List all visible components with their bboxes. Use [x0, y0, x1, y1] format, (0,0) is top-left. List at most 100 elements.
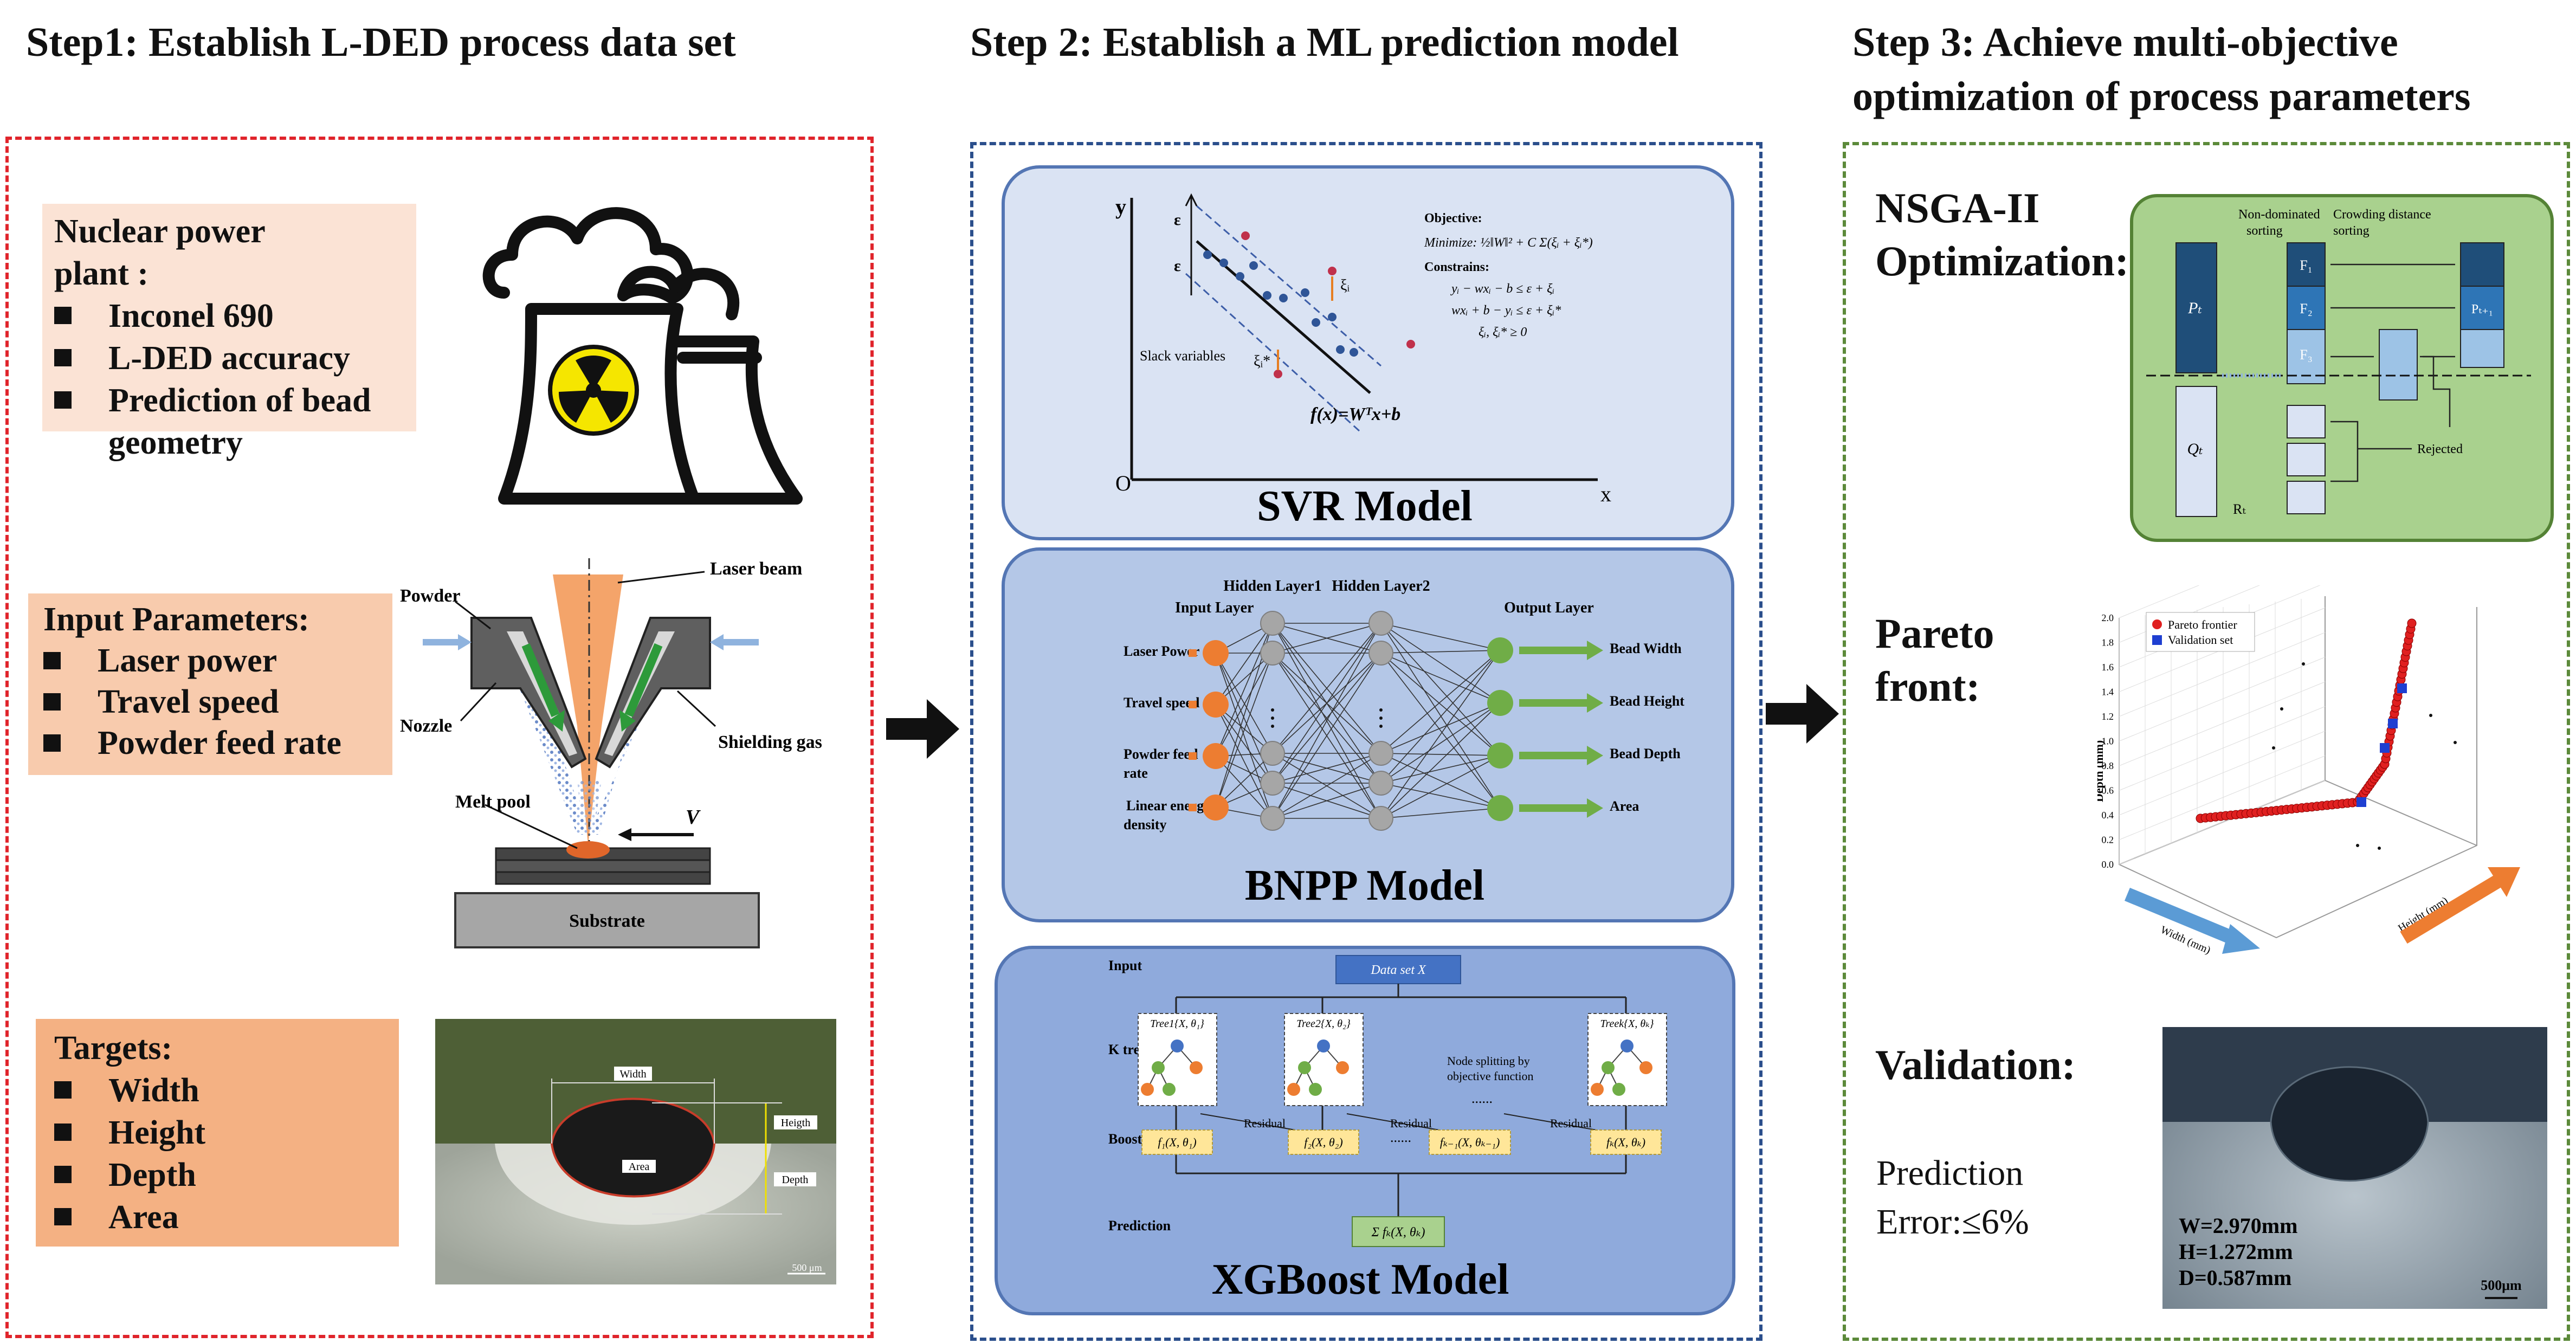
label-laser-beam: Laser beam: [710, 559, 802, 579]
bnpp-input-label: Input Layer: [1175, 599, 1254, 616]
xgb-card: [995, 946, 1735, 1315]
nsga-f2: F₂: [2300, 301, 2313, 317]
pareto-z-tick: 0.6: [2102, 785, 2114, 796]
step2-panel: [970, 142, 1762, 1341]
xs-height-label: Heigth: [781, 1117, 810, 1129]
bnpp-hidden2-node: [1368, 771, 1393, 796]
pareto-z-tick: 0.2: [2102, 835, 2114, 845]
pareto-z-tick: 0.8: [2102, 760, 2114, 771]
xgb-tree-node: [1317, 1039, 1330, 1053]
svr-constraint-2: wxᵢ + b − yᵢ ≤ ε + ξᵢ*: [1451, 304, 1561, 318]
validation-d: D=0.587mm: [2179, 1265, 2291, 1290]
bnpp-hidden1-node: [1260, 611, 1285, 636]
bnpp-output-0: Bead Width: [1610, 641, 1682, 656]
xs-area-label: Area: [629, 1161, 650, 1173]
validation-prediction: Prediction Error:≤6%: [1876, 1149, 2029, 1247]
nsga-diagram: Non-dominated sorting Crowding distance …: [2146, 208, 2531, 517]
xgb-tree-node: [1612, 1083, 1625, 1096]
svr-epsilon-top: ε: [1174, 211, 1181, 229]
validation-bead: [2270, 1066, 2429, 1182]
xgb-boost-2: fₖ₋₁(X, θₖ₋₁): [1440, 1135, 1500, 1149]
svr-x-axis: x: [1600, 482, 1611, 506]
validation-prediction-1: Prediction: [1876, 1153, 2024, 1193]
xgb-tree-node: [1621, 1039, 1634, 1053]
svr-diagram: y x O ε ε ξᵢ ξᵢ* Slack variables f(x)=Wᵀ…: [1115, 193, 1611, 530]
pareto-label-2: front:: [1875, 663, 1980, 710]
nsga-f1: F₁: [2300, 257, 2313, 273]
bnpp-hidden2-node: [1368, 741, 1393, 766]
bnpp-hidden1-node: [1260, 741, 1285, 766]
xgb-tree-node: [1141, 1083, 1154, 1096]
validation-scale: 500μm: [2481, 1277, 2522, 1293]
bnpp-input-2b: rate: [1124, 765, 1148, 781]
xgb-tree-node: [1309, 1083, 1322, 1096]
step3-panel: [1843, 142, 2570, 1341]
target-item: Depth: [54, 1154, 205, 1196]
label-powder: Powder: [400, 586, 460, 606]
plant-text: Nuclear power plant : Inconel 690 L-DED …: [54, 210, 371, 464]
bnpp-hidden1-node: [1260, 771, 1285, 796]
bnpp-input-1: Travel speed: [1124, 695, 1200, 711]
pareto-z-axis: Depth (mm): [2097, 740, 2106, 802]
nsga-f3: F₃: [2300, 347, 2313, 363]
svr-minimize: Minimize: ½‖W‖² + C Σ(ξᵢ + ξᵢ*): [1424, 236, 1593, 250]
validation-point: [2388, 719, 2398, 728]
input-item: Powder feed rate: [43, 722, 341, 764]
bnpp-input-node: [1203, 640, 1229, 666]
svr-xi: ξᵢ: [1340, 277, 1350, 294]
bnpp-network-diagram: Hidden Layer1 Hidden Layer2 Input Layer …: [1124, 578, 1684, 909]
bnpp-output-node: [1487, 637, 1513, 663]
nsga-pt1: Pₜ₊₁: [2471, 302, 2493, 317]
bnpp-input-2a: Powder feed: [1124, 746, 1198, 762]
substrate: [454, 892, 760, 948]
xgb-tree-node: [1190, 1061, 1203, 1074]
bnpp-input-node: [1203, 692, 1229, 718]
validation-micrograph: W=2.970mm H=1.272mm D=0.587mm 500μm: [2162, 1027, 2547, 1309]
bnpp-model-name: BNPP Model: [1245, 862, 1484, 909]
pareto-z-tick: 2.0: [2102, 612, 2114, 623]
pareto-z-tick: 1.8: [2102, 637, 2114, 648]
laser-beam: [553, 574, 623, 845]
svr-constraint-3: ξᵢ, ξᵢ* ≥ 0: [1479, 325, 1527, 339]
xgb-tree-1: Tree2{X, θ₂}: [1296, 1018, 1351, 1030]
pareto-z-tick: 1.4: [2102, 687, 2114, 698]
xgb-residual-1: Residual: [1390, 1116, 1432, 1130]
targets-box: [36, 1019, 399, 1247]
bnpp-input-node: [1203, 743, 1229, 769]
bnpp-output-node: [1487, 795, 1513, 821]
validation-prediction-2: Error:≤6%: [1876, 1202, 2029, 1242]
bnpp-output-node: [1487, 690, 1513, 716]
target-item: Height: [54, 1112, 205, 1154]
xgb-sum: Σ fₖ(X, θₖ): [1371, 1225, 1425, 1239]
pareto-z-tick: 1.0: [2102, 736, 2114, 747]
bnpp-output-2: Bead Depth: [1610, 746, 1681, 761]
melt-pool: [566, 841, 610, 858]
bnpp-output-label: Output Layer: [1504, 599, 1594, 616]
target-item: Width: [54, 1069, 205, 1112]
pareto-z-tick: 0.4: [2102, 810, 2114, 821]
bnpp-output-1: Bead Height: [1610, 693, 1684, 709]
bnpp-input-0: Laser Power: [1124, 643, 1199, 659]
nsga-label: NSGA-II Optimization:: [1875, 182, 2129, 288]
inputs-heading: Input Parameters:: [43, 601, 309, 638]
bnpp-hidden1-node: [1260, 806, 1285, 831]
bnpp-card: [1002, 547, 1734, 922]
xgb-tree-0: Tree1{X, θ₁}: [1150, 1018, 1204, 1030]
validation-point: [2357, 797, 2366, 807]
plant-item: Prediction of bead: [54, 379, 371, 422]
plant-item-cont: geometry: [108, 424, 243, 461]
xs-width-label: Width: [619, 1068, 646, 1080]
xgb-tree-node: [1152, 1061, 1165, 1074]
label-shielding-gas: Shielding gas: [718, 732, 822, 752]
svr-xi-star: ξᵢ*: [1254, 353, 1270, 370]
targets-heading: Targets:: [54, 1030, 173, 1067]
bnpp-hidden2-node: [1368, 806, 1393, 831]
validation-label: Validation:: [1875, 1041, 2076, 1088]
xgb-tree-node: [1336, 1061, 1349, 1074]
svr-origin: O: [1115, 471, 1131, 495]
bnpp-output-node: [1487, 742, 1513, 769]
xgb-residual-0: Residual: [1244, 1116, 1286, 1130]
pareto-label-1: Pareto: [1875, 610, 1994, 657]
pareto-label: Pareto front:: [1875, 607, 1994, 713]
plant-item: L-DED accuracy: [54, 337, 371, 379]
